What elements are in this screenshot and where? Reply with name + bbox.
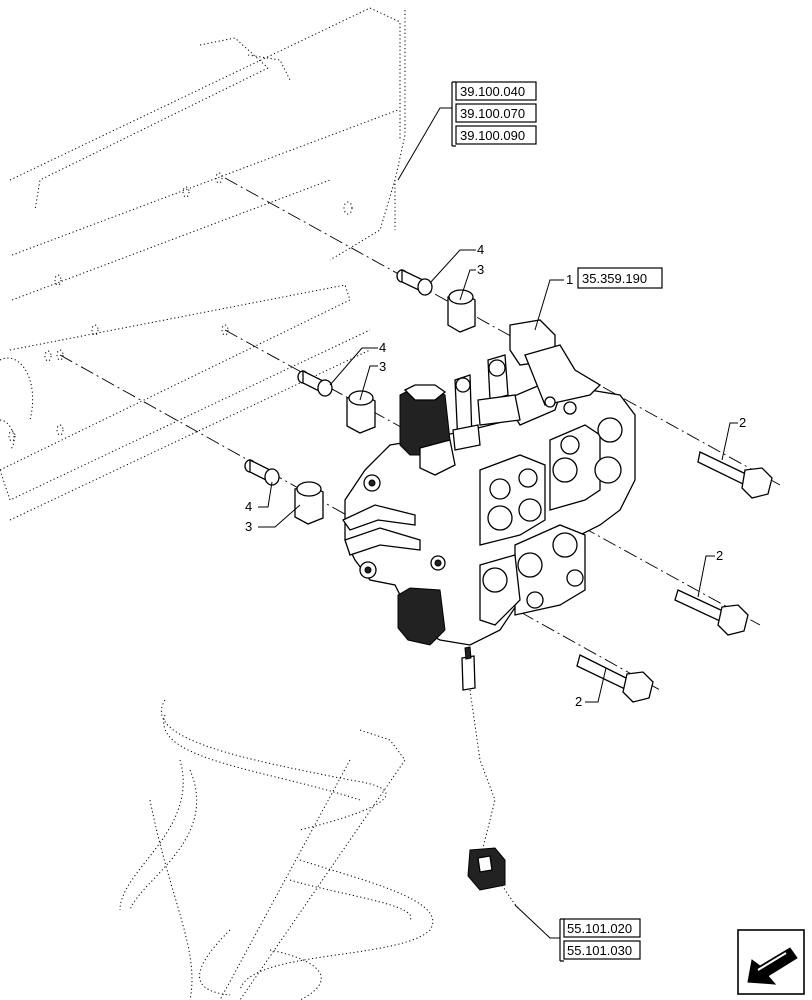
spacer-low bbox=[294, 481, 324, 525]
bolt-c bbox=[576, 654, 654, 703]
ref-label-39-100-090: 39.100.090 bbox=[460, 128, 525, 143]
control-valve-assembly bbox=[342, 319, 636, 691]
arrow-back-icon[interactable] bbox=[737, 929, 805, 995]
ref-label-39-100-040: 39.100.040 bbox=[460, 84, 525, 99]
wire-harness bbox=[119, 689, 521, 1000]
ref-label-39-100-070: 39.100.070 bbox=[460, 106, 525, 121]
reference-group-bottom-right: 55.101.020 55.101.030 bbox=[559, 918, 641, 962]
washer-top bbox=[396, 268, 433, 296]
ref-box-35-359-190[interactable] bbox=[577, 267, 663, 289]
spacer-top bbox=[447, 289, 476, 333]
callout-spacer-top: 3 bbox=[477, 262, 484, 277]
callout-washer-low: 4 bbox=[245, 499, 252, 514]
callout-washer-mid: 4 bbox=[379, 340, 386, 355]
callout-bolt-b: 2 bbox=[716, 548, 723, 563]
connector bbox=[467, 847, 506, 891]
callout-spacer-mid: 3 bbox=[379, 359, 386, 374]
bolt-b bbox=[674, 589, 749, 636]
ref-label-35-359-190: 35.359.190 bbox=[582, 271, 647, 286]
washer-mid bbox=[297, 369, 333, 397]
callout-1: 1 bbox=[566, 272, 573, 287]
ref-box-39-100-090[interactable] bbox=[455, 125, 537, 145]
bolt-a bbox=[697, 451, 773, 499]
ref-label-55-101-020: 55.101.020 bbox=[567, 921, 632, 936]
ref-box-55-101-020[interactable] bbox=[563, 918, 641, 938]
frame-outline bbox=[0, 7, 406, 521]
callout-washer-top: 4 bbox=[477, 242, 484, 257]
callout-spacer-low: 3 bbox=[245, 519, 252, 534]
reference-group-top-left: 39.100.040 39.100.070 39.100.090 bbox=[451, 81, 537, 147]
callout-numbers: 4 3 4 3 4 3 2 2 2 bbox=[245, 242, 746, 709]
ref-box-55-101-030[interactable] bbox=[563, 940, 641, 960]
ref-label-55-101-030: 55.101.030 bbox=[567, 943, 632, 958]
reference-assembly: 1 35.359.190 bbox=[566, 267, 663, 289]
leaders bbox=[258, 107, 738, 939]
callout-bolt-c: 2 bbox=[575, 694, 582, 709]
ref-box-39-100-040[interactable] bbox=[455, 81, 537, 101]
ref-box-39-100-070[interactable] bbox=[455, 103, 537, 123]
callout-bolt-a: 2 bbox=[739, 415, 746, 430]
washer-low bbox=[244, 458, 280, 486]
